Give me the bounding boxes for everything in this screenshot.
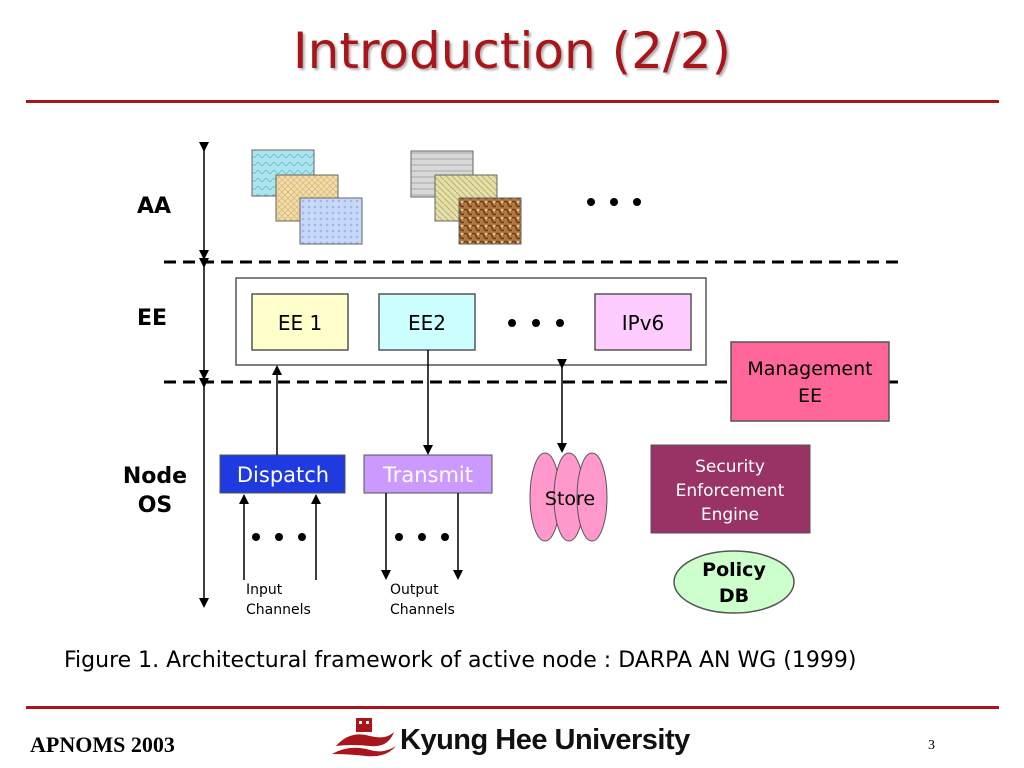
transmit-box xyxy=(363,454,493,494)
security-label-line3: Engine xyxy=(701,505,759,525)
footer-divider xyxy=(26,706,999,709)
output-channels-line2: Channels xyxy=(390,602,455,618)
layer-label-node: Node xyxy=(123,464,187,489)
management-label-line1: Management xyxy=(747,358,872,380)
dispatch-box xyxy=(219,454,346,494)
slide-title: Introduction (2/2) xyxy=(292,22,732,80)
output-ellipsis xyxy=(395,533,449,541)
store-label: Store xyxy=(545,488,595,510)
dispatch-label: Dispatch xyxy=(237,463,329,487)
university-logo-icon xyxy=(332,718,396,757)
aa-ellipsis xyxy=(587,198,641,206)
layer-label-aa: AA xyxy=(137,194,171,219)
transmit-label: Transmit xyxy=(382,463,473,487)
university-name: Kyung Hee University xyxy=(400,724,690,756)
security-label-line2: Enforcement xyxy=(676,481,785,501)
policy-db-ellipse xyxy=(673,550,795,614)
ee1-label: EE 1 xyxy=(278,311,322,335)
page-number: 3 xyxy=(928,738,935,753)
policy-label-line2: DB xyxy=(719,585,749,607)
management-label-line2: EE xyxy=(798,385,822,407)
input-channels-line2: Channels xyxy=(246,602,311,618)
input-channels-line1: Input xyxy=(246,582,283,598)
flow-arrows xyxy=(239,350,567,580)
figure-caption: Figure 1. Architectural framework of act… xyxy=(64,648,857,673)
ee1-box xyxy=(251,293,349,351)
ipv6-label: IPv6 xyxy=(622,311,665,335)
ipv6-box xyxy=(594,293,692,351)
active-application-images-group-2 xyxy=(410,150,522,245)
security-engine-box xyxy=(650,444,811,534)
conference-name: APNOMS 2003 xyxy=(30,732,175,757)
management-ee-box xyxy=(730,341,890,422)
output-channels-line1: Output xyxy=(390,582,439,598)
title-divider xyxy=(26,100,999,103)
ee2-label: EE2 xyxy=(408,311,446,335)
ee-ellipsis xyxy=(508,319,564,327)
security-label-line1: Security xyxy=(695,457,765,477)
input-ellipsis xyxy=(252,533,306,541)
layer-label-os: OS xyxy=(138,493,173,518)
store-disks xyxy=(529,452,608,542)
layer-label-ee: EE xyxy=(137,306,167,331)
policy-label-line1: Policy xyxy=(702,559,766,581)
ee2-box xyxy=(378,293,476,351)
active-application-images-group-1 xyxy=(251,149,363,245)
